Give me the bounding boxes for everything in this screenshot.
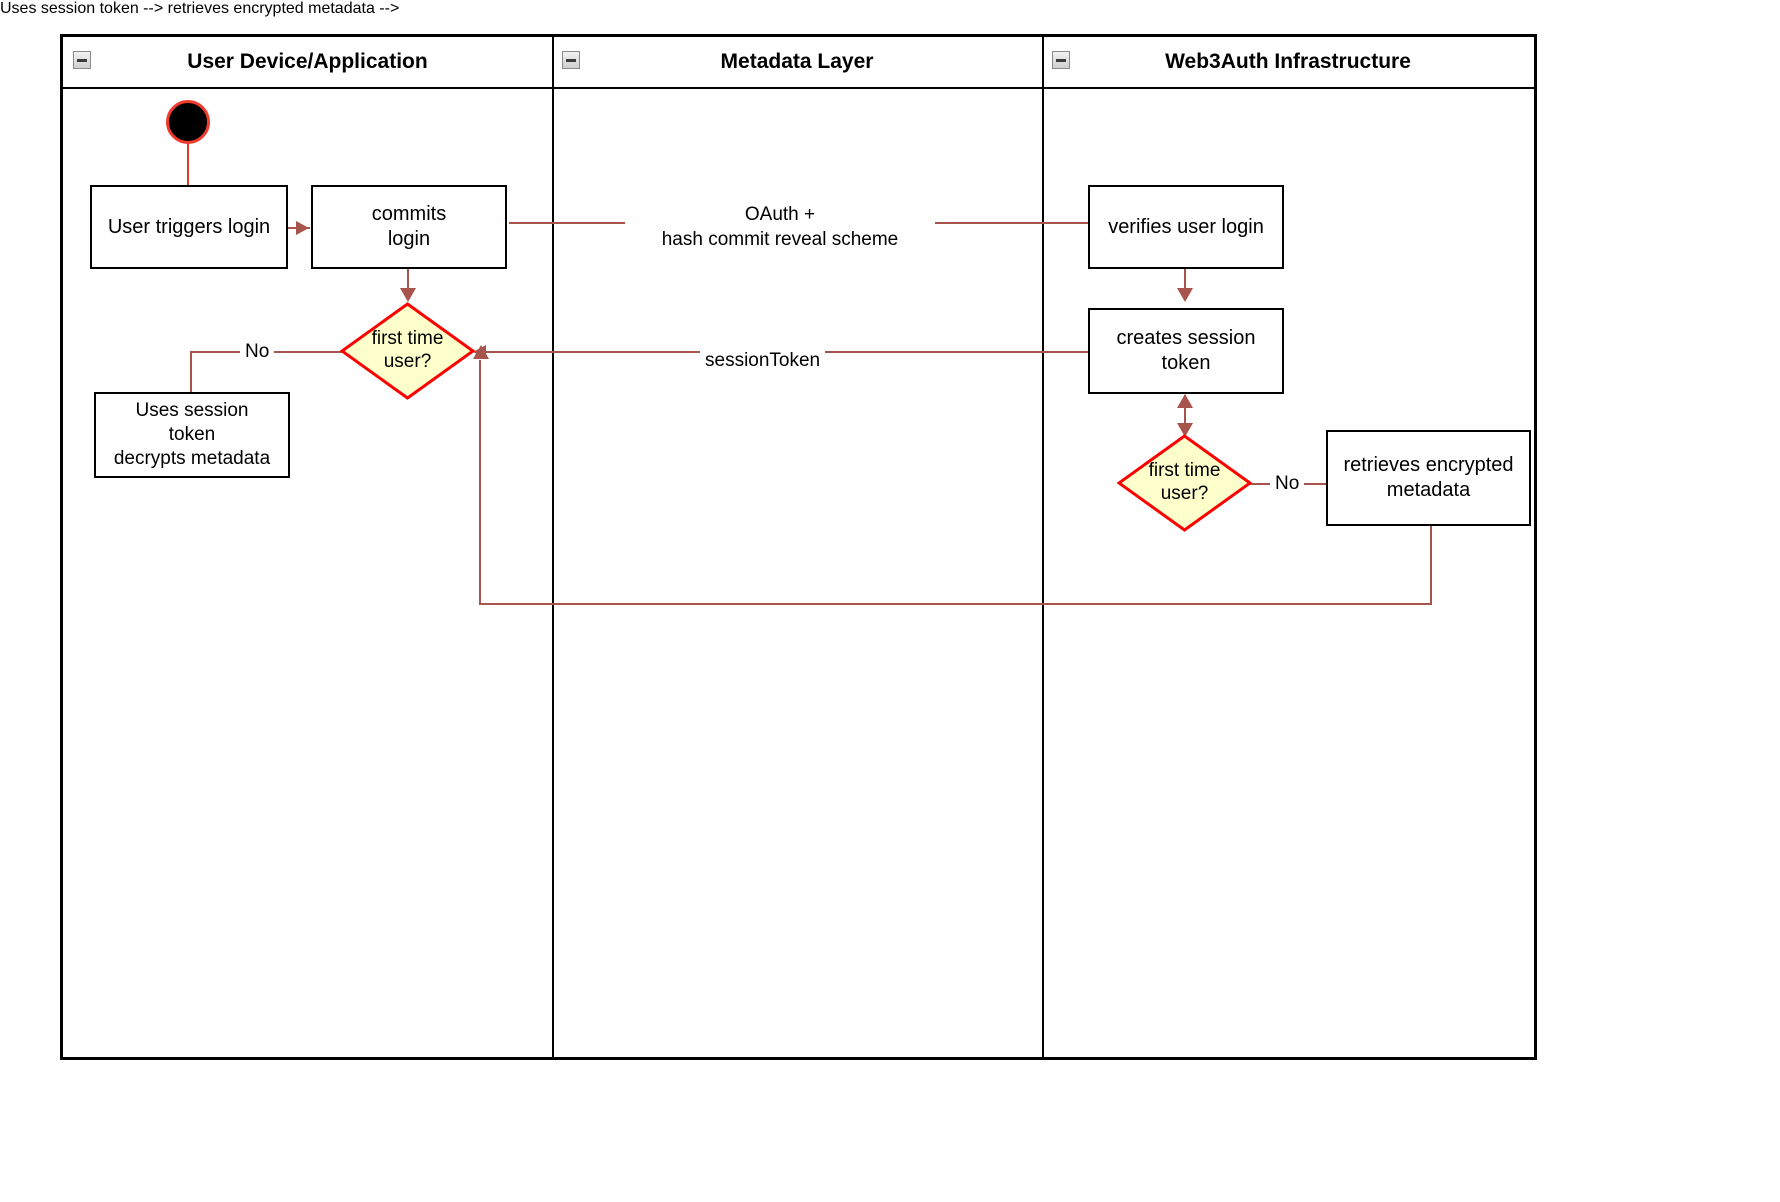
lane-title-web3auth: Web3Auth Infrastructure [1165, 50, 1411, 73]
edge-session-token-right-seg [700, 351, 1088, 353]
decision-right-line1: first time [1148, 460, 1221, 482]
arrowhead-return-to-decision-left [473, 345, 489, 359]
edge-start-to-user-triggers-login [187, 143, 189, 185]
lane-divider-1 [552, 37, 554, 1057]
action-verifies-user-login-label: verifies user login [1108, 215, 1264, 238]
action-uses-session-token[interactable]: Uses session token decrypts metadata [94, 392, 290, 478]
lane-title-metadata-layer: Metadata Layer [720, 50, 874, 73]
action-creates-session-token[interactable]: creates session token [1088, 308, 1284, 394]
edge-verifies-to-creates [1184, 269, 1186, 295]
edge-label-oauth-line1: OAuth + [744, 204, 816, 225]
action-creates-session-token-line2: token [1161, 352, 1211, 374]
edge-label-oauth: OAuth + hash commit reveal scheme [625, 203, 935, 253]
arrowhead-creates-to-decision-right [1177, 423, 1193, 437]
lane-header-separator [63, 87, 1534, 89]
decision-first-time-user-left[interactable]: first time user? [340, 302, 475, 400]
action-commits-login-line2: login [387, 228, 431, 250]
action-user-triggers-login[interactable]: User triggers login [90, 185, 288, 269]
edge-label-no-left: No [240, 340, 275, 364]
action-uses-session-token-line3: decrypts metadata [113, 447, 271, 469]
edge-creates-to-decision-right [1184, 395, 1186, 437]
edge-no-right-horizontal-b [1302, 483, 1326, 485]
arrowhead-verifies-to-creates [1177, 288, 1193, 302]
arrowhead-decision-right-to-creates [1177, 394, 1193, 408]
action-user-triggers-login-label: User triggers login [107, 215, 271, 238]
edge-commits-to-verifies-right-seg [873, 222, 1088, 224]
collapse-minus-icon-lane-2[interactable] [562, 51, 580, 69]
decision-diamond-shape-left [340, 302, 475, 400]
decision-first-time-user-right[interactable]: first time user? [1117, 434, 1252, 532]
collapse-minus-icon-lane-3[interactable] [1052, 51, 1070, 69]
edge-commits-to-decision-left [407, 269, 409, 297]
edge-label-session-token: sessionToken [700, 349, 826, 373]
arrowhead-user-triggers-to-commits [296, 221, 309, 235]
lane-divider-2 [1042, 37, 1044, 1057]
decision-left-line2: user? [383, 351, 432, 372]
decision-left-line1: first time [371, 328, 444, 350]
edge-no-left-horizontal-b [268, 351, 348, 353]
action-commits-login-line1: commits [371, 203, 447, 225]
edge-label-no-right: No [1270, 472, 1305, 496]
edge-no-right-horizontal-a [1248, 483, 1272, 485]
initial-node [166, 100, 210, 144]
action-commits-login[interactable]: commits login [311, 185, 507, 269]
edge-return-vertical-left [479, 360, 481, 604]
action-uses-session-token-line1: Uses session [135, 400, 249, 422]
edge-no-left-horizontal-a [190, 351, 242, 353]
edge-label-oauth-line2: hash commit reveal scheme [661, 228, 899, 250]
decision-right-line2: user? [1160, 483, 1209, 504]
action-retrieves-encrypted-metadata-line1: retrieves encrypted [1343, 454, 1514, 476]
arrowhead-commits-to-decision-left [400, 288, 416, 302]
decision-diamond-shape-right [1117, 434, 1252, 532]
lane-title-user-device: User Device/Application [187, 50, 428, 73]
action-verifies-user-login[interactable]: verifies user login [1088, 185, 1284, 269]
edge-session-token-left-seg [478, 351, 703, 353]
action-uses-session-token-line2: token [168, 424, 216, 446]
action-retrieves-encrypted-metadata-line2: metadata [1386, 479, 1471, 501]
edge-return-vertical-right [1430, 526, 1432, 604]
collapse-minus-icon-lane-1[interactable] [73, 51, 91, 69]
decision-right-text: first time user? [1117, 434, 1252, 532]
action-creates-session-token-line1: creates session [1116, 327, 1256, 349]
action-retrieves-encrypted-metadata[interactable]: retrieves encrypted metadata [1326, 430, 1531, 526]
edge-return-horizontal [479, 603, 1432, 605]
decision-left-text: first time user? [340, 302, 475, 400]
